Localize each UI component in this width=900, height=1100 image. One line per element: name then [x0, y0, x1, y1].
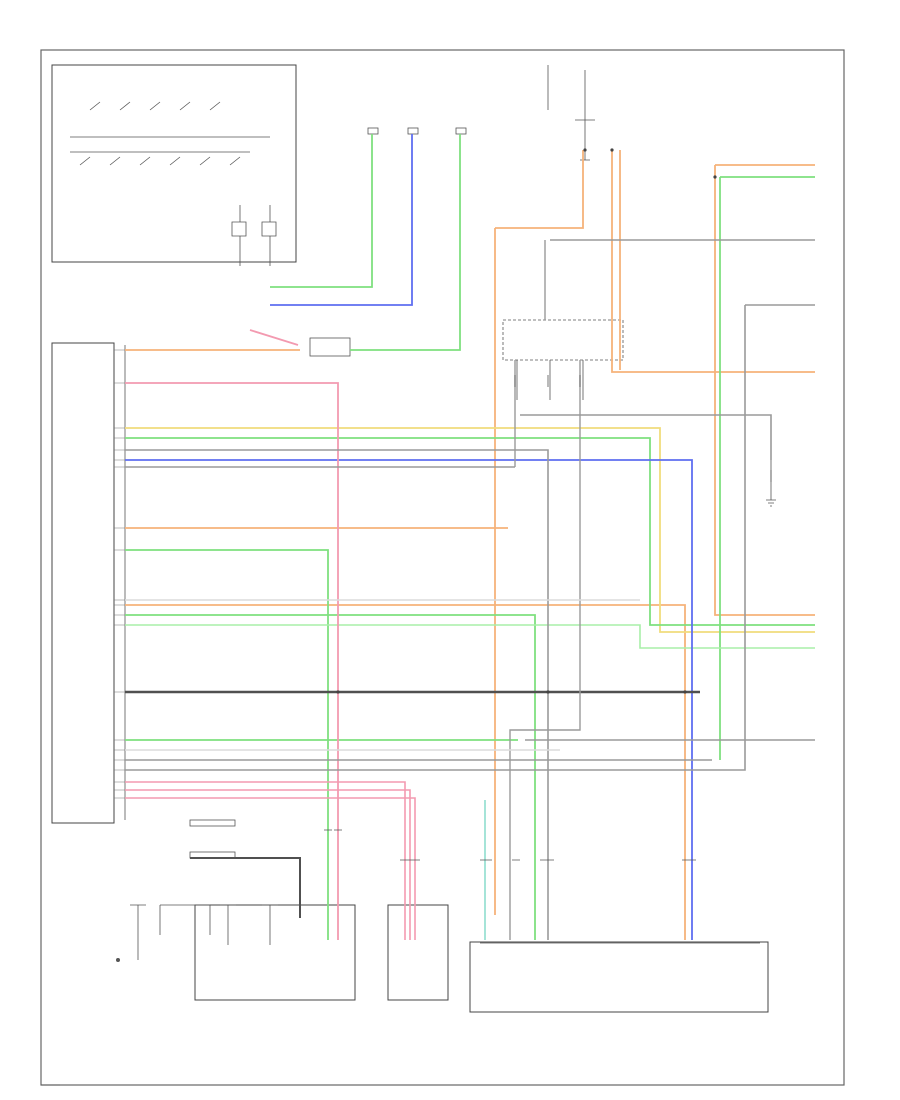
splice-dot: [583, 148, 587, 152]
relay-block-legs: [516, 302, 613, 400]
splice-pack: [309, 337, 351, 357]
wire-group: [125, 134, 815, 940]
ignition-switch: [575, 70, 595, 161]
pin-ticks: [114, 349, 125, 799]
top-connector-b: [407, 127, 419, 135]
fuse-element: [189, 851, 236, 859]
splice-dot: [683, 690, 687, 694]
bottom-components: [130, 857, 769, 1013]
splice-dot: [610, 148, 614, 152]
splice-dot: [546, 690, 550, 694]
bottom-left-terminals: [116, 819, 236, 962]
wire-blue: [125, 134, 693, 940]
inline-connectors: [324, 375, 772, 861]
wire-green-speakers: [125, 437, 815, 940]
wire-white: [125, 599, 640, 751]
wire-gray-right: [125, 240, 815, 940]
wire-lightgreen-low: [125, 624, 815, 649]
wire-pink-rear: [125, 781, 416, 940]
instrument-cluster-box: [469, 941, 769, 1013]
wire-orange-battery: [125, 150, 815, 529]
splice-dot: [713, 175, 717, 179]
antenna-symbols: [130, 904, 278, 960]
rear-module-cable: [190, 857, 301, 918]
wire-pink: [125, 329, 339, 940]
ground-symbol: [766, 460, 776, 507]
ground-lead: [766, 460, 776, 507]
diagnostic-connector-box: [387, 904, 449, 1001]
module-pin-ticks: [114, 349, 125, 799]
relay-pair: [231, 221, 277, 237]
switch-legs: [239, 205, 271, 266]
top-left-switch-block: [51, 64, 297, 266]
diagram-frame: [40, 49, 845, 1086]
top-connector-a: [367, 127, 379, 135]
splice-dots: [336, 148, 717, 694]
antenna-terminal: [116, 958, 120, 962]
drop-connector-marks: [324, 375, 772, 861]
wire-yellow-speaker: [125, 427, 815, 633]
radio-module: [51, 342, 126, 824]
radio-module-outline: [51, 342, 115, 824]
wire-orange-right: [125, 164, 815, 940]
switch-symbols: [79, 101, 241, 166]
wire-gray-bus: [125, 239, 815, 940]
fuse-element: [189, 819, 236, 827]
top-connector-c: [455, 127, 467, 135]
right-relay-block: [502, 302, 624, 400]
top-connectors: [367, 65, 595, 161]
splice-dot: [336, 690, 340, 694]
wire-green-top: [270, 134, 815, 760]
switch-block-outline: [51, 64, 297, 263]
antenna-amplifier-box: [194, 904, 356, 1001]
relay-block-outline: [502, 319, 624, 361]
